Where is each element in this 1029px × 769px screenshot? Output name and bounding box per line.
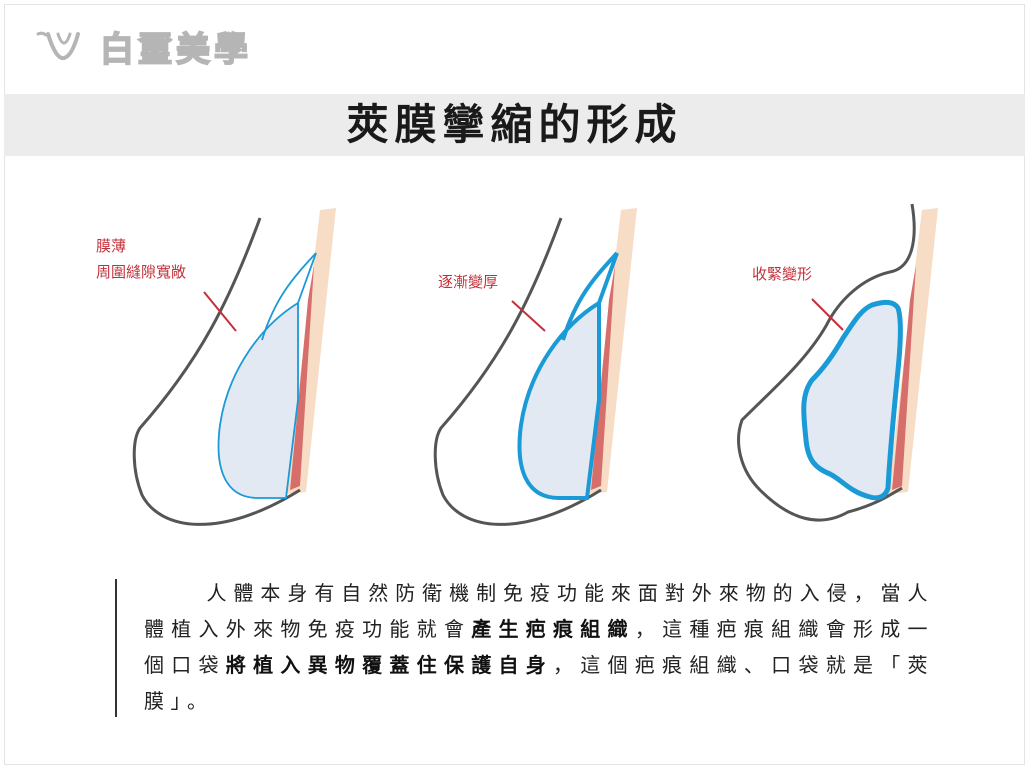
stage-2-muscle-layer <box>591 265 615 490</box>
stage-1-pointer <box>203 291 237 332</box>
stage-3-label-line-1: 收緊變形 <box>752 265 812 283</box>
stage-2-breast-outline <box>433 217 602 526</box>
capsular-contracture-diagram: 膜薄 周圍縫隙寬敞 逐漸變厚 收緊變形 <box>96 203 938 526</box>
stage-1-label-line-2: 周圍縫隙寬敞 <box>96 263 186 281</box>
title-band <box>4 94 1025 156</box>
stage-1-implant <box>217 301 299 499</box>
description-accent-bar <box>115 579 117 717</box>
page-title: 莢膜攣縮的形成 <box>346 100 683 149</box>
stage-3-pointer <box>811 298 844 331</box>
description-highlight-2: 將植入異物覆蓋住保護自身 <box>225 653 554 677</box>
stage-1-muscle-layer <box>290 265 314 490</box>
brand-name: 白璽美學 <box>99 29 252 71</box>
description-text-3: ，這個疤痕組織、口袋就是「莢膜」。 <box>144 653 935 713</box>
description-text-2: ，這種疤痕組織會形成一個口袋 <box>144 617 935 677</box>
stage-2-capsule <box>561 251 619 341</box>
stage-2-implant <box>517 299 601 500</box>
stage-1-illustration: 膜薄 周圍縫隙寬敞 <box>96 208 336 526</box>
stage-3-illustration: 收緊變形 <box>737 203 938 522</box>
stage-3-capsule-implant <box>801 299 903 501</box>
stage-1-label-line-1: 膜薄 <box>96 237 126 255</box>
description-text-1: 人體本身有自然防衛機制免疫功能來面對外來物的入侵，當人體植入外來物免疫功能就會 <box>144 581 934 641</box>
stage-1-capsule <box>261 252 317 341</box>
description-paragraph: 人體本身有自然防衛機制免疫功能來面對外來物的入侵，當人體植入外來物免疫功能就會產… <box>144 575 934 719</box>
stage-2-pointer <box>511 300 546 332</box>
stage-3-breast-outline <box>737 203 916 522</box>
stage-2-illustration: 逐漸變厚 <box>433 208 637 526</box>
stage-2-label-line-1: 逐漸變厚 <box>438 273 498 291</box>
stage-3-muscle-layer <box>892 265 916 490</box>
v-monogram-icon <box>36 31 80 61</box>
description-highlight-1: 產生疤痕組織 <box>471 617 635 641</box>
brand-logo: 白璽美學 <box>34 24 252 71</box>
stage-1-breast-outline <box>132 217 301 526</box>
